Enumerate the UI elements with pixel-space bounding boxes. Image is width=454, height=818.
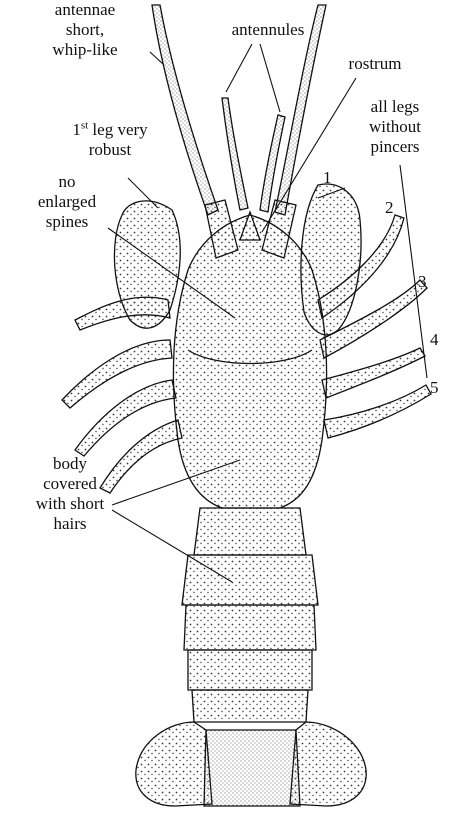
leader-antennules-left	[226, 44, 252, 92]
label-body-hairs-line1: body	[20, 454, 120, 474]
leg-number-4: 4	[430, 330, 439, 350]
abdomen-segment-3	[184, 605, 316, 650]
label-body-hairs-line3: with short	[20, 494, 120, 514]
carapace	[173, 215, 326, 508]
label-rostrum-line1: rostrum	[330, 54, 420, 74]
label-antennules-line1: antennules	[208, 20, 328, 40]
label-body-hairs-line2: covered	[20, 474, 120, 494]
abdomen-segment-1	[194, 508, 306, 555]
label-antennae-line3: whip-like	[20, 40, 150, 60]
label-first-leg-rest: leg very	[88, 120, 147, 139]
label-antennae-line1: antennae	[20, 0, 150, 20]
label-all-legs-line2: without	[340, 117, 450, 137]
abdomen-segment-4	[188, 650, 312, 690]
label-body-hairs: body covered with short hairs	[20, 454, 120, 534]
label-rostrum: rostrum	[330, 54, 420, 74]
leader-antennules-right	[260, 44, 280, 112]
label-all-legs: all legs without pincers	[340, 97, 450, 157]
label-antennae-line2: short,	[20, 20, 150, 40]
telson	[204, 730, 300, 806]
abdomen-segment-2	[182, 555, 318, 605]
label-all-legs-line1: all legs	[340, 97, 450, 117]
label-body-hairs-line4: hairs	[20, 514, 120, 534]
abdomen-segment-5	[192, 690, 308, 722]
label-no-spines-line1: no	[22, 172, 112, 192]
uropod-right	[290, 722, 366, 806]
label-antennules: antennules	[208, 20, 328, 40]
leg-number-2: 2	[385, 198, 394, 218]
label-first-leg-line2: robust	[50, 140, 170, 160]
label-no-spines-line2: enlarged	[22, 192, 112, 212]
label-no-spines: no enlarged spines	[22, 172, 112, 232]
label-antennae: antennae short, whip-like	[20, 0, 150, 60]
antennule-left	[222, 98, 248, 210]
label-no-spines-line3: spines	[22, 212, 112, 232]
label-first-leg-line1: 1st leg very	[50, 120, 170, 140]
label-first-leg: 1st leg very robust	[50, 120, 170, 160]
uropod-left	[136, 722, 212, 806]
leg-number-3: 3	[418, 272, 427, 292]
leg-number-5: 5	[430, 378, 439, 398]
label-first-leg-prefix: 1	[72, 120, 81, 139]
leg-right-4	[322, 348, 425, 398]
label-all-legs-line3: pincers	[340, 137, 450, 157]
leg-number-1: 1	[323, 168, 332, 188]
